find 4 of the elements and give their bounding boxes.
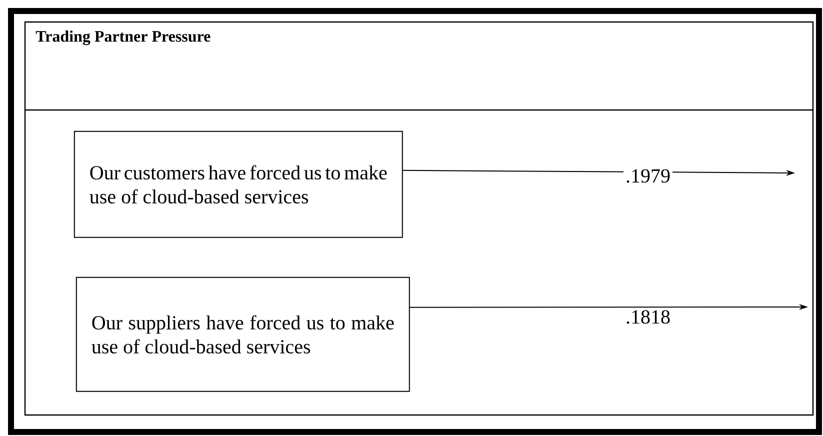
text-box: Our customers have forced us to make use of cloud-based services (74, 130, 403, 238)
edge-label: .1979 (624, 167, 672, 185)
edge-label: .1818 (624, 308, 672, 326)
text-box: Our suppliers have forced us to make use of cloud-based services (76, 276, 410, 392)
